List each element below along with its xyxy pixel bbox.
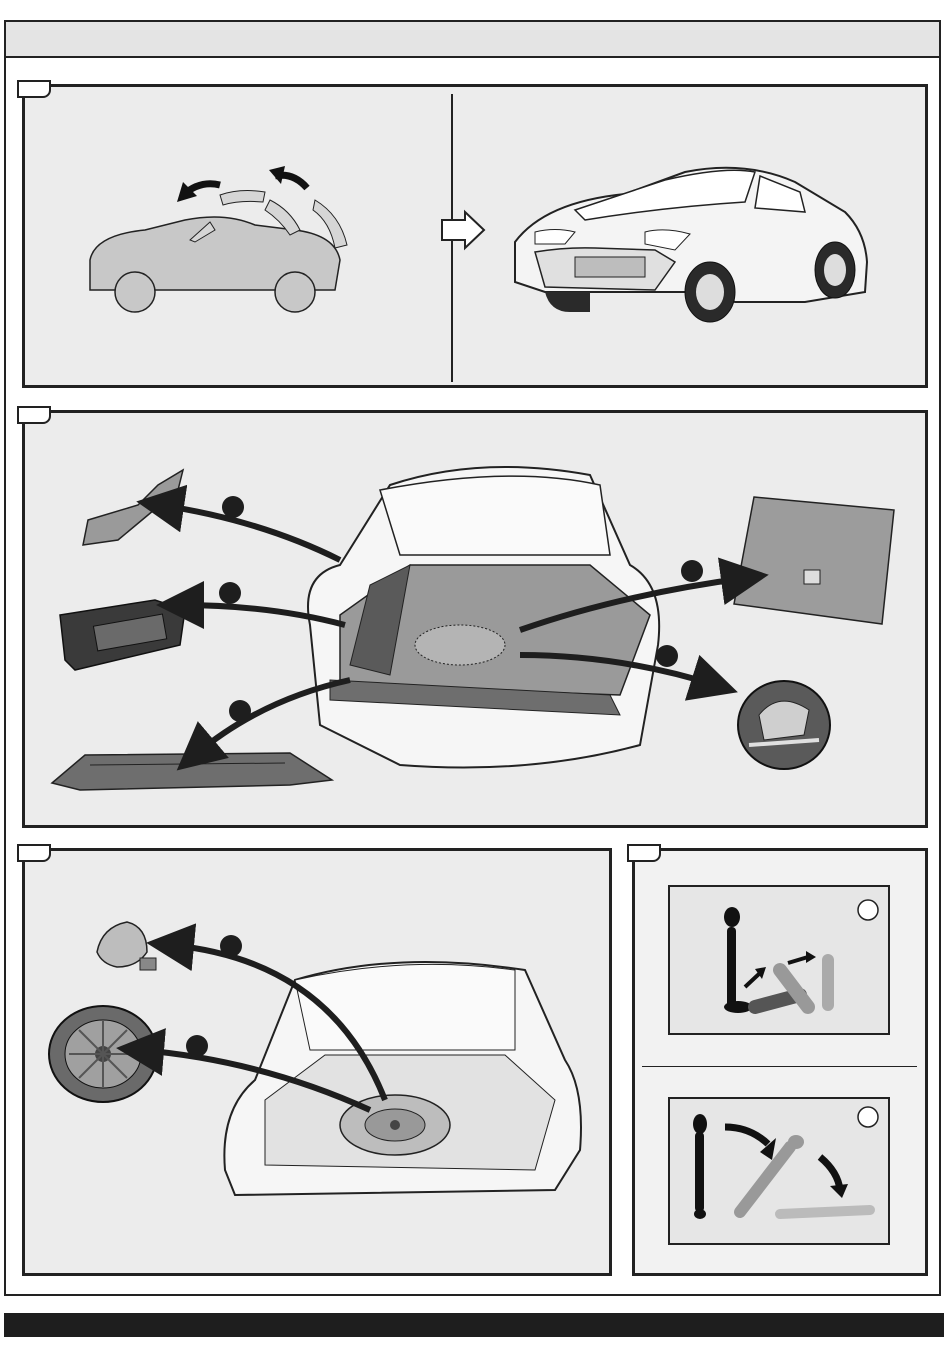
seat-fold-forward-icon <box>680 1102 890 1237</box>
panel-4-divider <box>642 1066 917 1067</box>
seat-fold-icon <box>700 895 890 1030</box>
footer-bar <box>4 1313 944 1337</box>
step-4-tab <box>627 844 661 862</box>
